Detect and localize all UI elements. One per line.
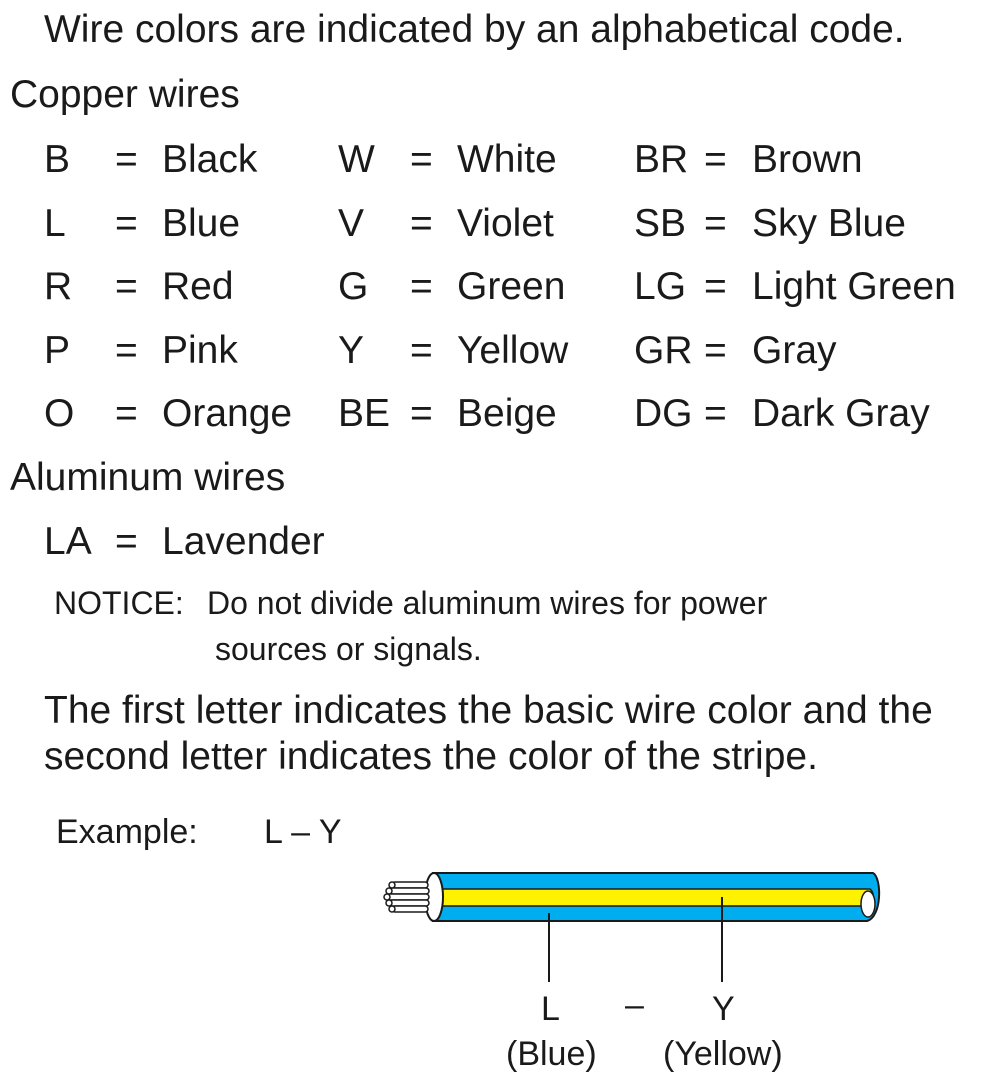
wire-body: [424, 872, 881, 922]
color-name: Pink: [162, 329, 238, 372]
color-code: R: [44, 265, 73, 308]
equals-sign: =: [410, 138, 433, 181]
strand-end: [385, 887, 393, 895]
notice-text-line2: sources or signals.: [215, 631, 482, 667]
color-name: Brown: [752, 138, 863, 181]
color-code: V: [338, 202, 365, 245]
color-name: Blue: [162, 202, 241, 245]
color-name: White: [457, 138, 557, 181]
color-code: BR: [634, 138, 689, 181]
notice-text-line1: Do not divide aluminum wires for power: [207, 585, 768, 621]
strand: [391, 905, 429, 913]
color-name: Sky Blue: [752, 202, 906, 245]
color-code: W: [338, 138, 375, 181]
equals-sign: =: [115, 138, 138, 181]
color-code: Y: [338, 329, 365, 372]
equals-sign: =: [704, 392, 727, 435]
color-name: Black: [162, 138, 258, 181]
strand: [388, 887, 430, 895]
color-code: G: [338, 265, 369, 308]
equals-sign: =: [410, 329, 433, 372]
color-code: B: [44, 138, 71, 181]
color-name: Gray: [752, 329, 837, 372]
equals-sign: =: [704, 329, 727, 372]
color-code: O: [44, 392, 75, 435]
stripe-color-name: (Yellow): [663, 1035, 783, 1073]
color-name: Violet: [457, 202, 554, 245]
color-name: Lavender: [162, 520, 325, 563]
base-color-code: L: [541, 990, 560, 1028]
equals-sign: =: [410, 202, 433, 245]
equals-sign: =: [410, 392, 433, 435]
equals-sign: =: [115, 202, 138, 245]
color-name: Green: [457, 265, 566, 308]
equals-sign: =: [704, 138, 727, 181]
color-code: GR: [634, 329, 693, 372]
color-name: Yellow: [457, 329, 569, 372]
strand-end: [388, 881, 396, 889]
intro-text: Wire colors are indicated by an alphabet…: [44, 8, 905, 51]
description-line2: second letter indicates the color of the…: [44, 735, 818, 778]
equals-sign: =: [115, 265, 138, 308]
equals-sign: =: [704, 265, 727, 308]
strand: [388, 899, 430, 907]
wire-strands: [383, 881, 430, 913]
example-dash: –: [625, 986, 644, 1024]
wire-stripe-color: [432, 888, 874, 907]
color-name: Beige: [457, 392, 557, 435]
color-name: Orange: [162, 392, 293, 435]
color-code: LA: [44, 520, 92, 563]
stripe-color-code: Y: [712, 990, 735, 1028]
equals-sign: =: [115, 520, 138, 563]
example-label: Example:: [56, 813, 198, 851]
color-code: L: [44, 202, 66, 245]
strand: [391, 881, 429, 889]
notice-label: NOTICE:: [54, 585, 184, 621]
color-code: LG: [634, 265, 687, 308]
color-name: Red: [162, 265, 234, 308]
equals-sign: =: [704, 202, 727, 245]
copper-heading: Copper wires: [10, 73, 240, 116]
equals-sign: =: [115, 329, 138, 372]
strand-end: [388, 905, 396, 913]
color-name: Light Green: [752, 265, 956, 308]
base-color-name: (Blue): [506, 1035, 597, 1073]
color-name: Dark Gray: [752, 392, 930, 435]
strand: [386, 893, 430, 901]
aluminum-heading: Aluminum wires: [10, 456, 286, 499]
equals-sign: =: [115, 392, 138, 435]
example-code: L – Y: [264, 813, 342, 851]
color-code: DG: [634, 392, 693, 435]
strand-end: [383, 893, 391, 901]
description-line1: The first letter indicates the basic wir…: [44, 689, 933, 732]
wire-end-cap: [860, 890, 876, 918]
color-code: P: [44, 329, 71, 372]
color-code: BE: [338, 392, 391, 435]
equals-sign: =: [410, 265, 433, 308]
strand-end: [385, 899, 393, 907]
color-code: SB: [634, 202, 687, 245]
